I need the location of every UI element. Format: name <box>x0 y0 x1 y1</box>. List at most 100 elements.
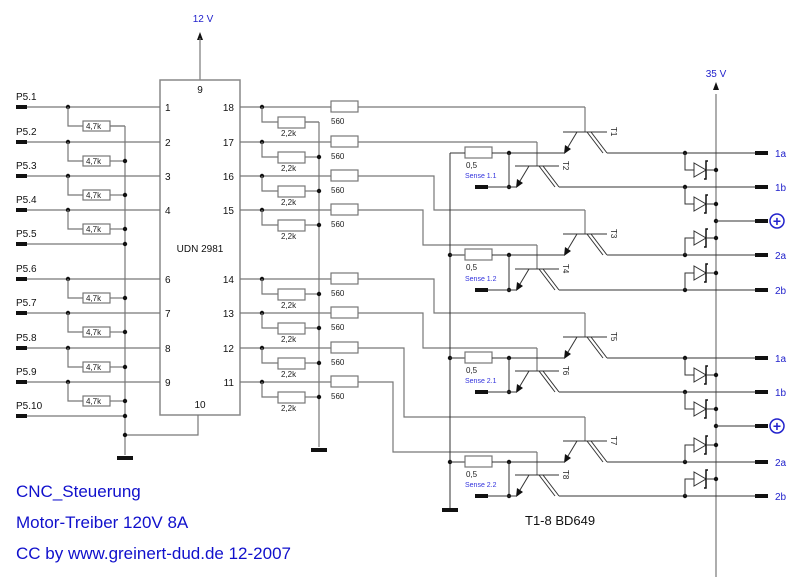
pulldown-value: 4,7k <box>86 294 102 303</box>
transistor-collector <box>542 370 560 393</box>
series-resistor <box>330 306 359 319</box>
transistor-label: T5 <box>609 332 618 342</box>
pulldown-value: 2,2k <box>281 164 297 173</box>
pulldown-resistor <box>277 219 306 232</box>
series-resistor <box>330 169 359 182</box>
output-terminal-label: 2a <box>775 251 787 262</box>
series-resistor <box>330 203 359 216</box>
pulldown-wire <box>261 348 278 364</box>
pulldown-wire <box>67 142 83 162</box>
pulldown-wire <box>67 279 83 299</box>
input-label-3: P5.3 <box>16 161 37 172</box>
ic-pin-10: 10 <box>194 400 206 411</box>
junction-dot <box>713 235 719 241</box>
transistor-collector <box>542 268 560 291</box>
flyback-diode-icon <box>693 230 707 246</box>
junction-dot <box>122 398 128 404</box>
ic-pin-12: 12 <box>223 344 235 355</box>
flyback-diode-icon <box>693 401 707 417</box>
output-terminal-label: 1b <box>775 183 787 194</box>
transistor-collector <box>586 131 604 154</box>
junction-dot <box>316 291 322 297</box>
junction-dot <box>316 325 322 331</box>
junction-dot <box>122 413 128 419</box>
transistor-collector <box>586 336 604 359</box>
footer-subtitle: Motor-Treiber 120V 8A <box>16 513 189 532</box>
base-wire <box>358 209 537 246</box>
input-label-9: P5.9 <box>16 367 37 378</box>
flyback-diode-icon <box>693 196 707 212</box>
transistor-collector <box>538 165 556 188</box>
transistor-collector <box>542 165 560 188</box>
emitter-arrow-icon <box>564 350 571 359</box>
shunt-resistor <box>464 146 493 159</box>
junction-dot <box>122 192 128 198</box>
transistor-label: T7 <box>609 436 618 446</box>
ic-pin-8: 8 <box>165 344 171 355</box>
input-label-1: P5.1 <box>16 92 37 103</box>
input-label-7: P5.7 <box>16 298 37 309</box>
junction-dot <box>713 476 719 482</box>
pulldown-resistor <box>277 391 306 404</box>
pulldown-value: 4,7k <box>86 191 102 200</box>
base-wire <box>358 381 537 453</box>
shunt-resistor <box>464 248 493 261</box>
emitter-arrow-icon <box>516 488 523 497</box>
transistor-collector <box>586 440 604 463</box>
pulldown-wire <box>261 279 278 295</box>
base-wire <box>358 278 585 314</box>
transistor-collector <box>590 440 608 463</box>
pulldown-value: 2,2k <box>281 198 297 207</box>
junction-dot <box>316 188 322 194</box>
junction-dot <box>713 442 719 448</box>
ic-pin-9: 9 <box>197 85 203 96</box>
sense-label: Sense 2.2 <box>465 482 497 489</box>
input-label-2: P5.2 <box>16 127 37 138</box>
junction-dot <box>713 167 719 173</box>
pulldown-value: 4,7k <box>86 157 102 166</box>
shunt-resistor <box>464 455 493 468</box>
pulldown-wire <box>261 382 278 398</box>
shunt-resistor <box>464 351 493 364</box>
transistor-collector <box>586 233 604 256</box>
emitter-arrow-icon <box>516 179 523 188</box>
transistor-collector <box>542 474 560 497</box>
pulldown-value: 2,2k <box>281 129 297 138</box>
supply-arrow-icon <box>197 32 203 40</box>
output-terminal-label: 2b <box>775 286 787 297</box>
ground-symbol-icon <box>442 508 458 512</box>
pulldown-wire <box>67 176 83 196</box>
output-terminal-label: 2b <box>775 492 787 503</box>
input-label-4: P5.4 <box>16 195 37 206</box>
series-value: 560 <box>331 152 345 161</box>
transistor-label: T6 <box>561 366 570 376</box>
ic-pin-1: 1 <box>165 103 171 114</box>
series-resistor <box>330 341 359 354</box>
pulldown-wire <box>67 210 83 230</box>
transistor-collector <box>590 131 608 154</box>
series-value: 560 <box>331 323 345 332</box>
pulldown-wire <box>67 382 83 402</box>
ic-pin-7: 7 <box>165 309 171 320</box>
ic-pin-18: 18 <box>223 103 235 114</box>
diode-wire <box>684 153 694 171</box>
series-value: 560 <box>331 358 345 367</box>
pulldown-wire <box>261 176 278 192</box>
output-terminal-label: 1a <box>775 354 787 365</box>
junction-dot <box>713 201 719 207</box>
diode-wire <box>684 392 694 410</box>
transistor-collector <box>538 370 556 393</box>
pulldown-resistor <box>277 116 306 129</box>
input-label-5: P5.5 <box>16 229 37 240</box>
pulldown-wire <box>67 313 83 333</box>
sense-label: Sense 1.1 <box>465 173 497 180</box>
pulldown-wire <box>261 313 278 329</box>
ic-pin-9: 9 <box>165 378 171 389</box>
transistor-collector <box>538 268 556 291</box>
supply-arrow-icon <box>713 82 719 90</box>
diode-wire <box>684 187 694 205</box>
input-label-10: P5.10 <box>16 401 43 412</box>
ground-symbol-icon <box>311 448 327 452</box>
ic-pin-13: 13 <box>223 309 235 320</box>
pulldown-value: 2,2k <box>281 404 297 413</box>
